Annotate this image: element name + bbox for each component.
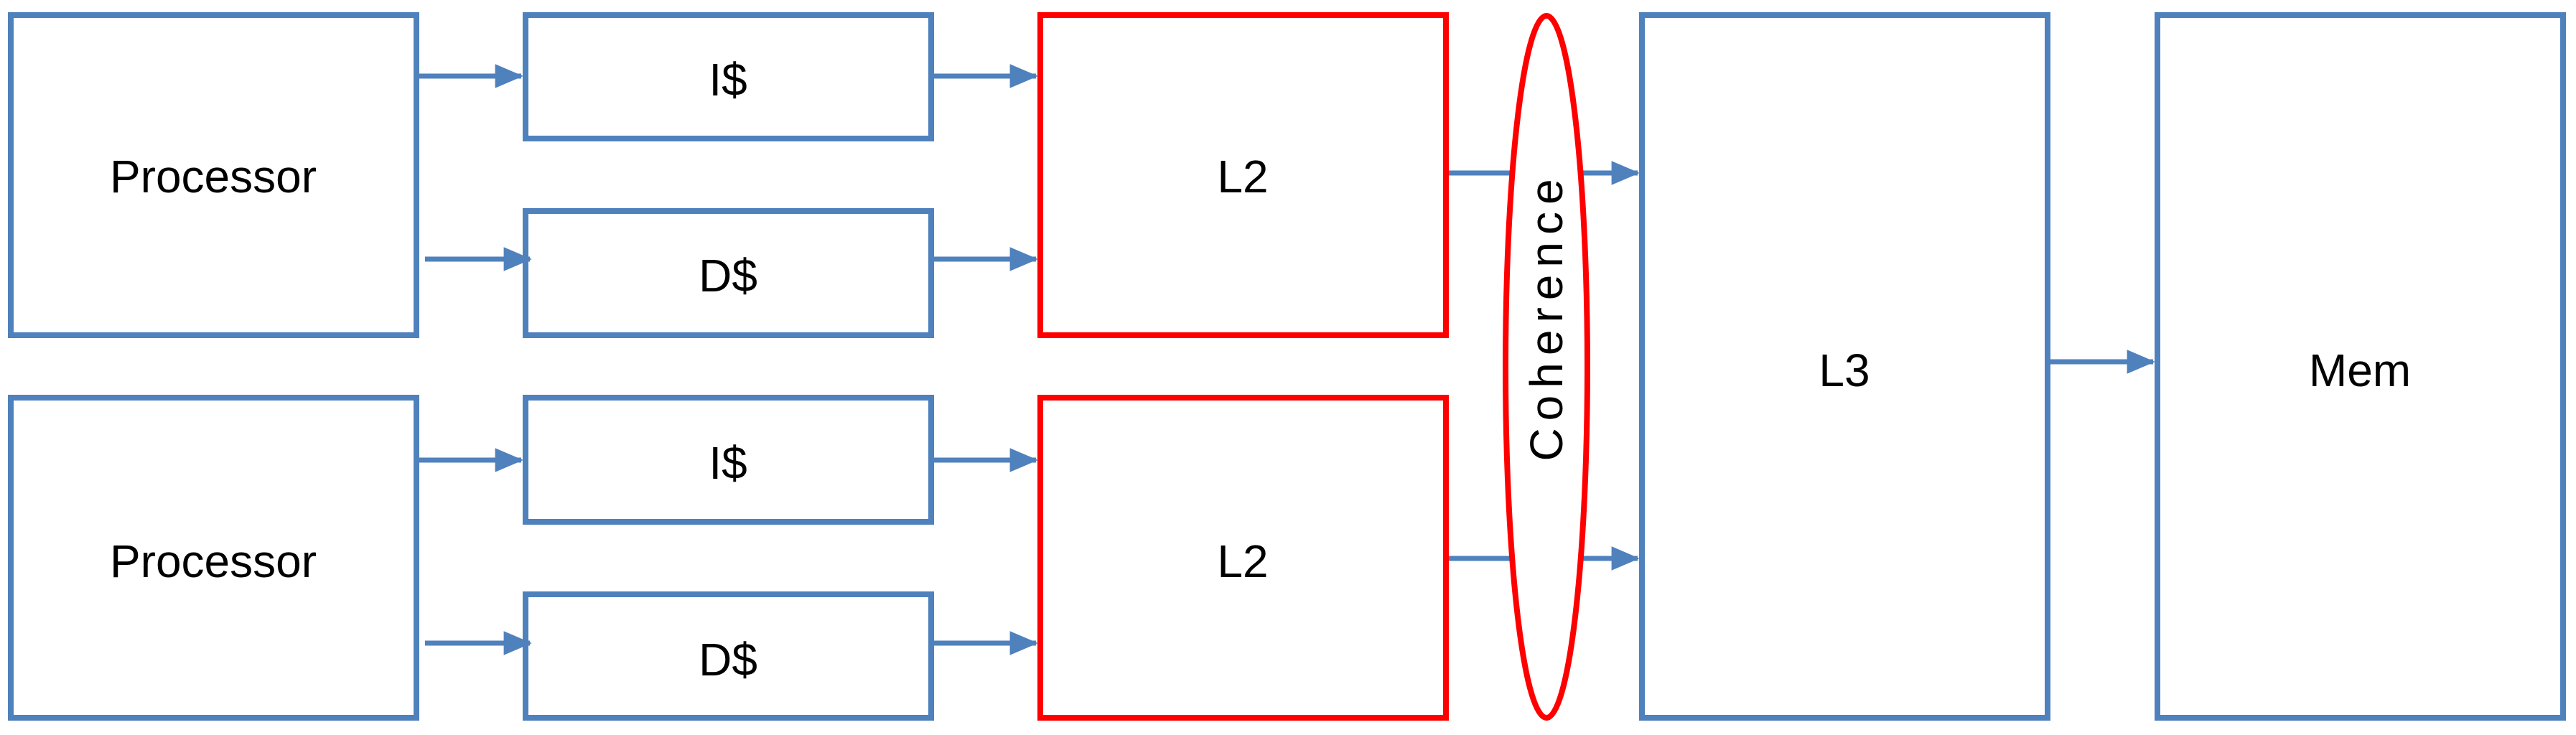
l2-label-bottom: L2 <box>1217 535 1268 587</box>
l3-box <box>1639 12 2050 721</box>
processor-label-bottom: Processor <box>110 535 317 587</box>
l2-box-bottom <box>1037 395 1449 721</box>
l2-box-top <box>1037 12 1449 338</box>
dcache-box-top <box>523 208 934 338</box>
mem-label: Mem <box>2309 345 2411 396</box>
processor-box-top <box>8 12 419 338</box>
dcache-label-top: D$ <box>699 250 757 301</box>
coherence-label: Coherence <box>1521 172 1572 461</box>
mem-box <box>2155 12 2566 721</box>
icache-box-bottom <box>523 395 934 525</box>
dcache-label-bottom: D$ <box>699 634 757 685</box>
l3-label: L3 <box>1819 345 1870 396</box>
processor-label-top: Processor <box>110 151 317 202</box>
icache-box-top <box>523 12 934 141</box>
dcache-box-bottom <box>523 591 934 721</box>
icache-label-bottom: I$ <box>709 437 747 489</box>
coherence-ellipse <box>1503 13 1590 721</box>
icache-label-top: I$ <box>709 54 747 106</box>
processor-box-bottom <box>8 395 419 721</box>
l2-label-top: L2 <box>1217 151 1268 202</box>
